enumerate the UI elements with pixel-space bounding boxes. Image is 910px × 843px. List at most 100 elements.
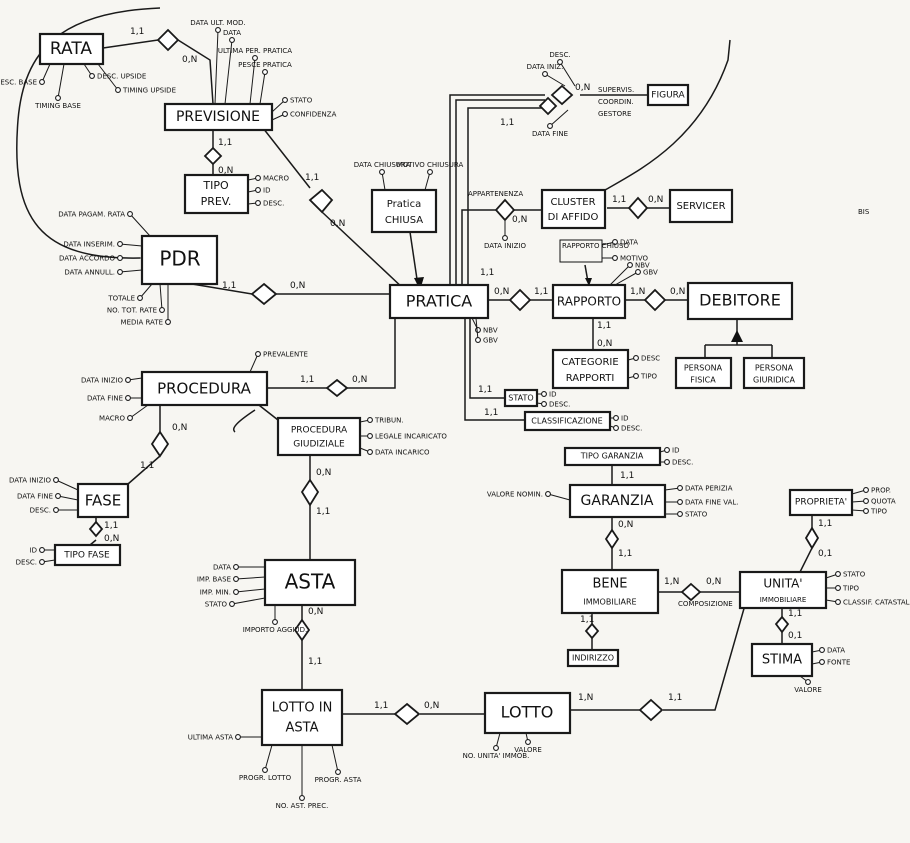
rel-pratica-figura-2[interactable] <box>538 96 558 116</box>
entity-tipo-prev-line2: PREV. <box>201 195 232 208</box>
attribute-label: DATA INIZ. <box>527 63 564 71</box>
entity-indirizzo[interactable]: INDIRIZZO <box>566 648 620 668</box>
attribute-label: QUOTA <box>871 498 896 506</box>
rel-procedura-pratica[interactable] <box>325 378 349 398</box>
rel-lotto-unita[interactable] <box>638 698 664 722</box>
card-rap-deb-b: 0,N <box>670 287 685 297</box>
attribute-label: STATO <box>843 571 866 579</box>
entity-pdr[interactable]: PDR <box>140 234 219 286</box>
rel-lottoinasta-lotto[interactable] <box>393 702 421 726</box>
rel-pratica-rapporto[interactable] <box>508 288 532 312</box>
attribute-unita-1: TIPO <box>826 585 860 593</box>
entity-bene-immobiliare[interactable]: BENE IMMOBILIARE <box>560 568 660 615</box>
attribute-unita-2: CLASSIF. CATASTALE <box>825 599 910 607</box>
attribute-previsione-3: PESCE PRATICA <box>238 61 292 105</box>
entity-figura-label: FIGURA <box>651 91 685 101</box>
entity-procedura-giudiziale[interactable]: PROCEDURA GIUDIZIALE <box>276 416 362 457</box>
rel-procgiud-asta[interactable] <box>300 478 320 507</box>
entity-stato[interactable]: STATO <box>503 388 539 408</box>
attribute-label: DATA CHIUSURA <box>354 161 411 169</box>
card-prop-unita-b: 0,1 <box>818 549 832 559</box>
entity-lotto[interactable]: LOTTO <box>483 691 572 735</box>
entity-cluster[interactable]: CLUSTER DI AFFIDO <box>540 188 607 230</box>
entity-persona-fisica[interactable]: PERSONA FISICA <box>674 356 733 390</box>
rel-asta-lottoinasta[interactable] <box>293 618 311 642</box>
entity-tipo-fase[interactable]: TIPO FASE <box>53 543 122 567</box>
attribute-pratica-1: GBV <box>475 317 498 345</box>
entity-rata-label: RATA <box>50 39 92 59</box>
attribute-pdr-5: NO. TOT. RATE <box>107 283 165 315</box>
card-unita-stima-b: 0,1 <box>788 631 802 641</box>
attribute-label: DATA FINE <box>532 130 568 138</box>
entity-pratica[interactable]: PRATICA <box>388 283 490 320</box>
entity-tipo-garanzia[interactable]: TIPO GARANZIA <box>563 446 662 467</box>
attribute-proprieta-2: TIPO <box>851 508 888 516</box>
attribute-label: MACRO <box>99 415 125 423</box>
entity-garanzia[interactable]: GARANZIA <box>568 483 667 519</box>
attribute-stato-1: DESC. <box>536 401 570 409</box>
attribute-procedura_giudiziale-2: DATA INCARICO <box>359 447 430 457</box>
entity-lotto-label: LOTTO <box>501 703 554 722</box>
rel-proprieta-unita[interactable] <box>804 526 820 550</box>
entity-rata[interactable]: RATA <box>38 32 105 66</box>
card-bene-ind: 1,1 <box>580 615 594 625</box>
rel-pdr-pratica[interactable] <box>250 282 278 306</box>
rel-previsione-tipo[interactable] <box>203 146 223 166</box>
entity-tipo-prev[interactable]: TIPO PREV. <box>183 173 250 215</box>
attribute-label: IMP. MIN. <box>200 589 231 597</box>
attribute-label: TRIBUN. <box>374 417 404 425</box>
entity-debitore-label: DEBITORE <box>699 291 781 310</box>
attribute-pdr-3: DATA ANNULL. <box>64 269 143 277</box>
attribute-asta-3: STATO <box>205 597 266 609</box>
attribute-procedura-1: DATA INIZIO <box>81 377 143 385</box>
rel-previsione-pratica[interactable] <box>308 188 334 214</box>
entity-asta[interactable]: ASTA <box>263 558 357 607</box>
card-pg-asta-b: 1,1 <box>316 507 330 517</box>
rel-rata-previsione[interactable] <box>156 28 180 52</box>
rel-rapporto-debitore[interactable] <box>643 288 667 312</box>
attribute-classificazione-1: DESC. <box>609 425 642 433</box>
attribute-label: PREVALENTE <box>263 351 308 359</box>
card-prop-unita-a: 1,1 <box>818 519 832 529</box>
attribute-label: PESCE PRATICA <box>238 61 292 69</box>
attribute-figura-0: DESC. <box>549 51 576 87</box>
entity-stima[interactable]: STIMA <box>750 642 814 678</box>
entity-rapporto[interactable]: RAPPORTO <box>551 283 627 320</box>
attribute-stima-2: VALORE <box>794 675 822 694</box>
attribute-lotto_in_asta-1: PROGR. LOTTO <box>239 744 292 782</box>
rel-bene-unita[interactable] <box>680 582 702 602</box>
rel-bene-indirizzo[interactable] <box>584 622 600 640</box>
attribute-label: PROGR. LOTTO <box>239 774 292 782</box>
attribute-label: DATA <box>827 647 845 655</box>
entity-servicer[interactable]: SERVICER <box>668 188 734 224</box>
entity-proprieta[interactable]: PROPRIETA' <box>788 488 854 517</box>
entity-persona-giuridica[interactable]: PERSONA GIURIDICA <box>742 356 806 390</box>
entity-figura[interactable]: FIGURA <box>646 83 690 107</box>
rel-cluster-servicer[interactable] <box>627 196 649 220</box>
entity-garanzia-label: GARANZIA <box>581 493 654 509</box>
entity-fase[interactable]: FASE <box>76 482 130 519</box>
label-composizione: COMPOSIZIONE <box>678 600 733 608</box>
entity-debitore[interactable]: DEBITORE <box>686 281 794 321</box>
rel-unita-stima[interactable] <box>774 615 790 634</box>
card-lotto-unita-b: 1,1 <box>668 693 682 703</box>
entity-lotto-in-asta[interactable]: LOTTO IN ASTA <box>260 688 344 747</box>
card-rap-deb-a: 1,N <box>630 287 645 297</box>
entity-bene-line2: IMMOBILIARE <box>583 598 636 607</box>
attribute-figura-1: DATA INIZ. <box>527 63 566 87</box>
attribute-stima-1: FONTE <box>811 659 850 667</box>
entity-categorie-rapporti[interactable]: CATEGORIE RAPPORTI <box>551 348 630 390</box>
entity-procedura[interactable]: PROCEDURA <box>140 370 269 407</box>
rel-garanzia-bene[interactable] <box>604 528 620 550</box>
entity-previsione[interactable]: PREVISIONE <box>163 102 274 132</box>
rel-procedura-fase[interactable] <box>150 430 170 458</box>
card-lia-lotto-b: 0,N <box>424 701 439 711</box>
entity-pratica-chiusa[interactable]: Pratica CHIUSA <box>370 188 438 234</box>
entity-classificazione[interactable]: CLASSIFICAZIONE <box>523 410 612 432</box>
entity-persona-fisica-line2: FISICA <box>690 376 716 385</box>
attribute-label: MOTIVO CHIUSURA <box>397 161 464 169</box>
rel-pratica-figura[interactable] <box>550 84 574 106</box>
rel-fase-tipo[interactable] <box>88 520 104 538</box>
attribute-garanzia-1: DATA PERIZIA <box>664 485 733 493</box>
entity-unita-immobiliare[interactable]: UNITA' IMMOBILIARE <box>738 570 828 610</box>
